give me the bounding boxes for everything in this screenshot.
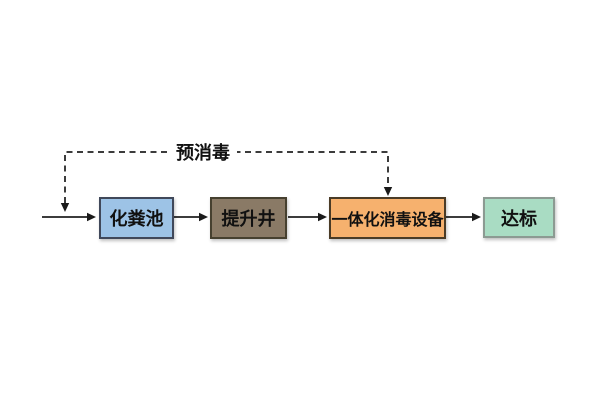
dashed-arrowhead-to-inlet (60, 203, 70, 212)
arrowhead-disinfection-to-standard (472, 212, 481, 222)
arrowhead-inlet (87, 212, 96, 222)
node-septic-tank: 化粪池 (99, 197, 174, 239)
predisinfection-label: 预消毒 (169, 139, 237, 165)
arrowhead-lift-to-disinfection (318, 212, 327, 222)
dashed-arrowhead-to-equipment (383, 187, 393, 196)
arrowhead-septic-to-lift (199, 212, 208, 222)
predisinfection-arrowheads (60, 187, 393, 212)
node-integrated-disinfection-equipment: 一体化消毒设备 (329, 197, 446, 239)
node-discharge-compliance: 达标 (483, 197, 555, 238)
node-lifting-well: 提升井 (210, 197, 287, 239)
